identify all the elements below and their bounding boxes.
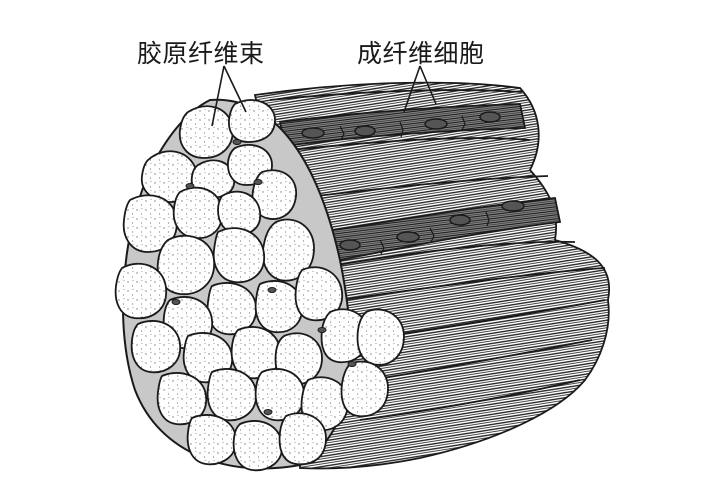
collagen-bundle bbox=[186, 414, 237, 466]
leader-line-bundle bbox=[223, 65, 247, 113]
fibroblast-nucleus bbox=[301, 127, 325, 139]
collagen-bundle bbox=[356, 308, 405, 366]
leader-line-fibroblast bbox=[419, 65, 437, 105]
collagen-bundle bbox=[254, 368, 305, 422]
fibroblast-nucleus bbox=[479, 111, 501, 123]
fibroblast-nucleus bbox=[354, 125, 376, 137]
collagen-bundle bbox=[261, 218, 315, 282]
label-collagen-bundle: 胶原纤维束 bbox=[137, 39, 265, 68]
collagen-bundle bbox=[122, 194, 178, 253]
fibroblast-nucleus bbox=[501, 200, 525, 212]
collagen-bundle bbox=[232, 420, 283, 472]
collagen-bundle bbox=[278, 412, 327, 466]
fibroblast-band-upper bbox=[278, 103, 527, 148]
cell-boundaries bbox=[339, 115, 490, 255]
collagen-bundle bbox=[172, 186, 223, 240]
collagen-bundle bbox=[156, 234, 215, 295]
fiber-ridges bbox=[269, 89, 606, 421]
collagen-bundle bbox=[212, 227, 265, 284]
collagen-bundle bbox=[156, 372, 207, 426]
collagen-bundle bbox=[340, 360, 389, 418]
collagen-bundle bbox=[130, 320, 181, 374]
fibroblast-nucleus bbox=[424, 118, 448, 130]
collagen-bundle bbox=[206, 282, 257, 336]
collagen-bundle bbox=[140, 150, 198, 203]
collagen-bundle bbox=[114, 262, 167, 320]
label-fibroblast: 成纤维细胞 bbox=[357, 39, 485, 68]
collagen-bundles bbox=[114, 99, 405, 472]
fibroblast-nucleus bbox=[396, 231, 420, 243]
collagen-bundle bbox=[206, 368, 257, 422]
collagen-bundle bbox=[228, 99, 276, 143]
leader-line-fibroblast bbox=[403, 65, 421, 113]
fibroblast-band-lower bbox=[318, 197, 562, 264]
leader-line-bundle bbox=[211, 65, 225, 127]
fibroblast-nucleus bbox=[339, 239, 361, 251]
collagen-bundle bbox=[178, 105, 234, 159]
matrix-nuclei bbox=[171, 139, 357, 415]
collagen-bundle bbox=[294, 266, 343, 322]
leader-lines bbox=[211, 65, 437, 127]
fibroblast-nuclei bbox=[301, 111, 525, 251]
fibroblast-nucleus bbox=[449, 214, 471, 226]
